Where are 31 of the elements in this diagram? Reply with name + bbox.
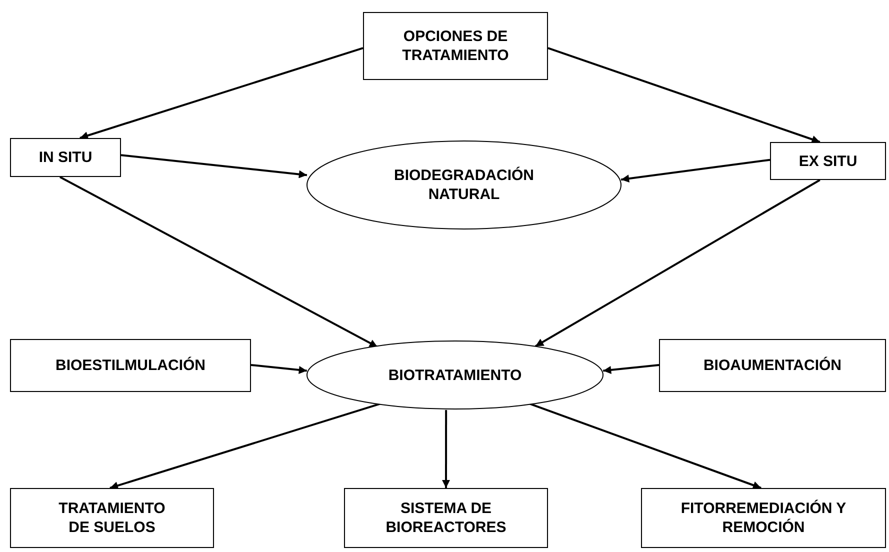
- process-ellipse: [306, 340, 604, 410]
- process-box: [10, 138, 121, 177]
- node-label: IN SITU: [38, 148, 94, 167]
- arrow: [110, 402, 381, 490]
- process-box: [770, 142, 886, 180]
- node-label: EX SITU: [798, 152, 858, 170]
- node-label: TRATAMIENTO DE SUELOS: [58, 499, 166, 537]
- node-label: BIODEGRADACIÓN NATURAL: [392, 166, 535, 204]
- node-label: FITORREMEDIACIÓN Y REMOCIÓN: [680, 499, 848, 537]
- arrow: [120, 154, 308, 178]
- arrow: [603, 364, 660, 374]
- arrow: [620, 158, 770, 183]
- node-label: SISTEMA DE BIOREACTORES: [384, 499, 508, 537]
- node-label: BIOTRATAMIENTO: [387, 366, 523, 384]
- arrow: [548, 47, 820, 144]
- process-box: [659, 339, 886, 392]
- node-label: BIOAUMENTACIÓN: [702, 356, 843, 375]
- arrow: [59, 176, 378, 348]
- process-box: [344, 488, 548, 548]
- node-label: BIOESTILMULACIÓN: [54, 356, 206, 375]
- arrow: [250, 364, 307, 374]
- process-box: [641, 488, 886, 548]
- node-label: OPCIONES DE TRATAMIENTO: [401, 27, 510, 65]
- process-ellipse: [306, 140, 622, 230]
- process-box: [363, 12, 548, 80]
- process-box: [10, 488, 214, 548]
- arrow: [529, 402, 762, 490]
- arrow: [80, 47, 364, 140]
- arrow: [534, 179, 820, 348]
- process-box: [10, 339, 251, 392]
- arrow: [442, 410, 450, 488]
